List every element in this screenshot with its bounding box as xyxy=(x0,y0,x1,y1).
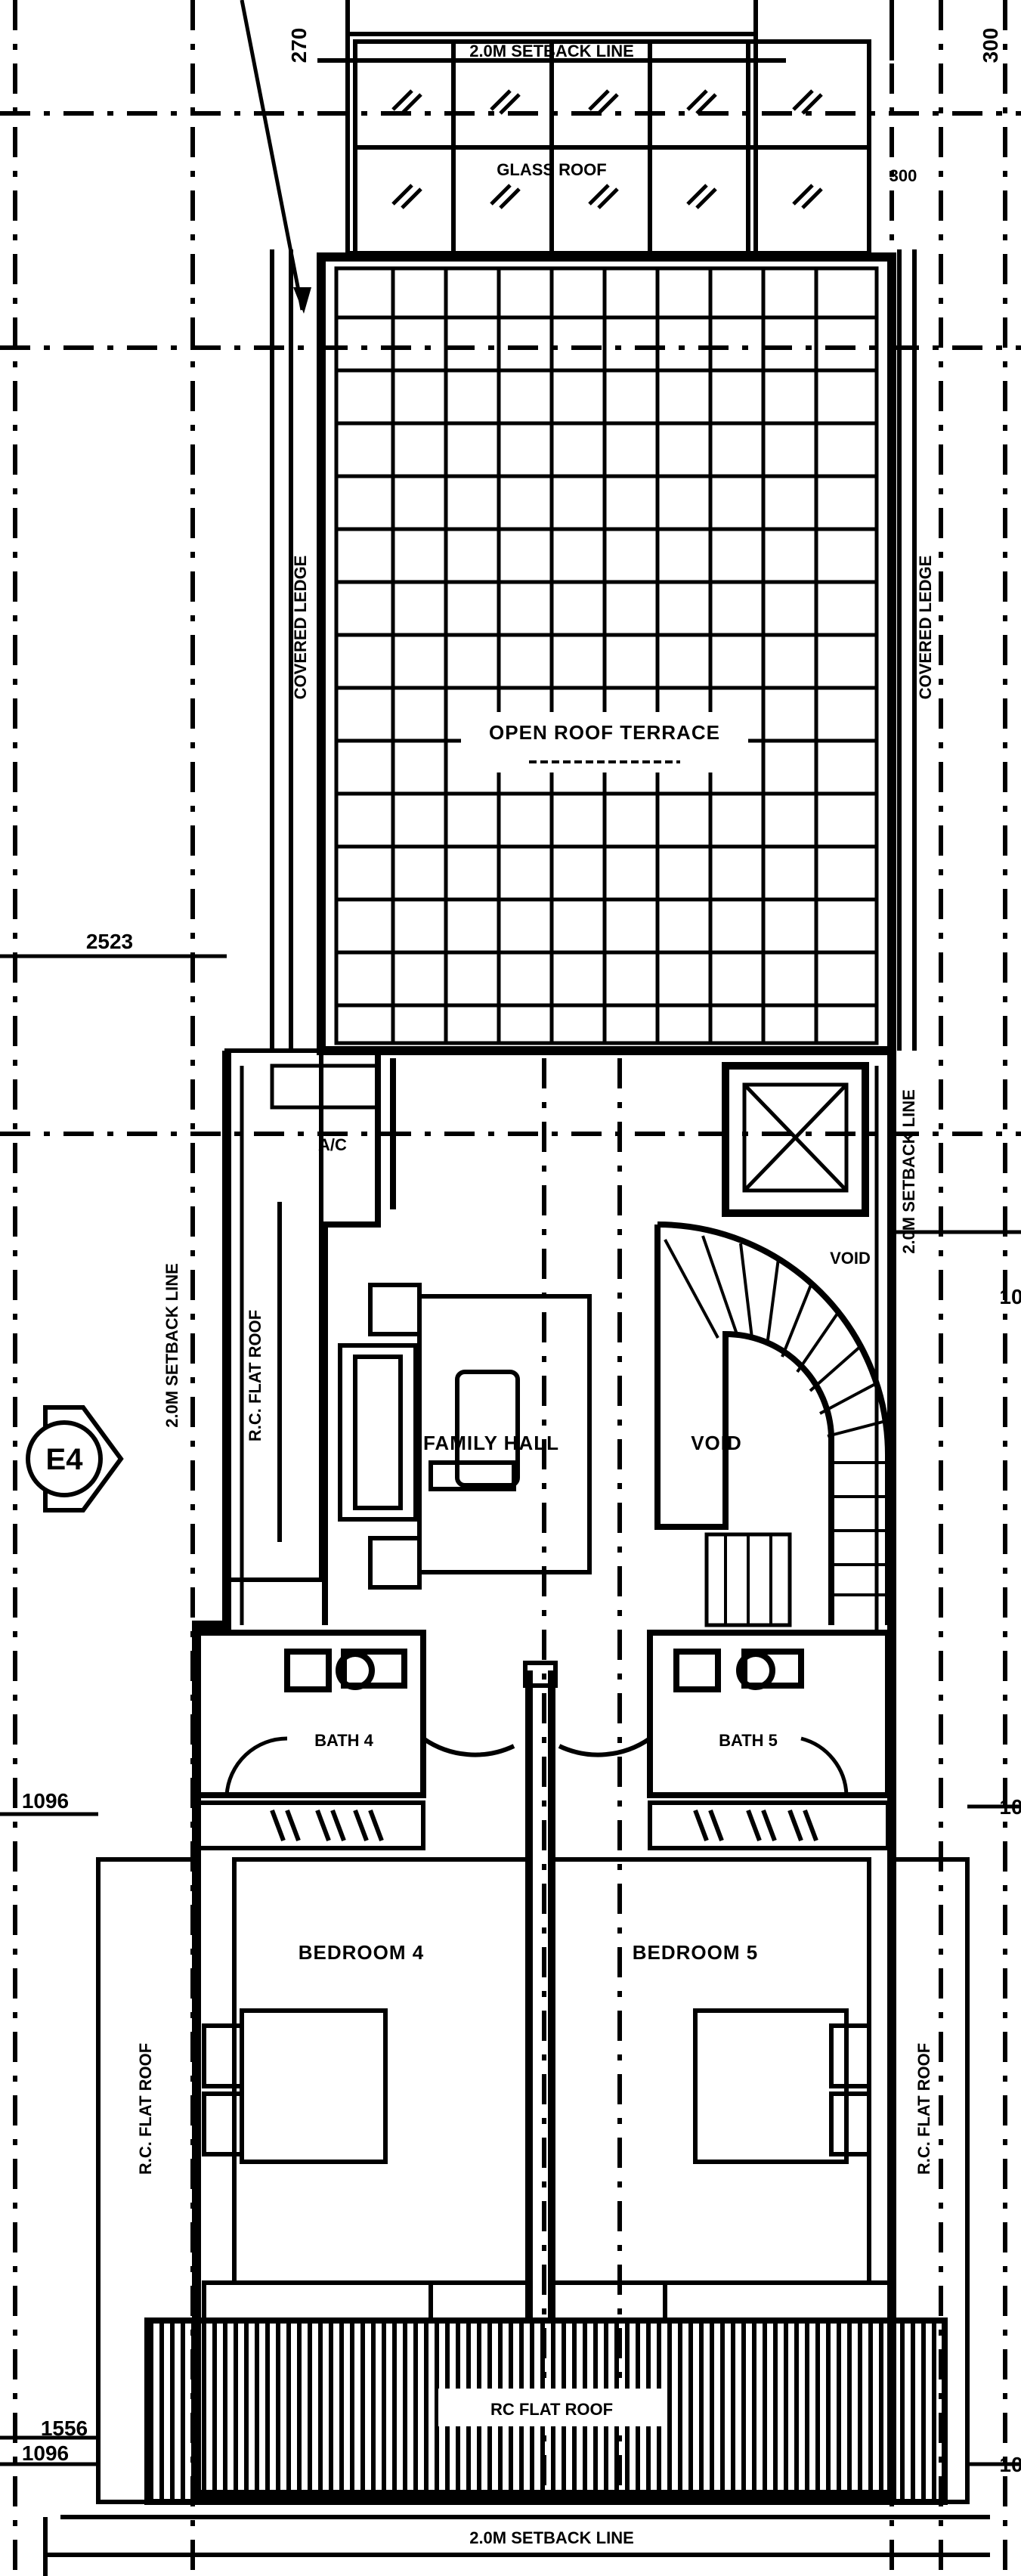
family-hall-walls xyxy=(321,1048,396,1625)
flat-roof-right-lower-label: R.C. FLAT ROOF xyxy=(914,2043,933,2175)
ledge-left-label: COVERED LEDGE xyxy=(291,556,310,700)
ac-label: A/C xyxy=(318,1135,347,1154)
ledge-right-label: COVERED LEDGE xyxy=(916,556,935,700)
bath-5 xyxy=(558,1630,891,1798)
flat-roof-left-lower-label: R.C. FLAT ROOF xyxy=(136,2043,155,2175)
wardrobe-right xyxy=(648,1800,890,1850)
dim-top-left: 270 xyxy=(287,28,311,63)
dim-right-upper: 10 xyxy=(999,1285,1021,1308)
open-roof-terrace-label: OPEN ROOF TERRACE xyxy=(489,721,720,744)
bedroom-5 xyxy=(549,1857,894,2323)
void-center-label: VOID xyxy=(691,1432,742,1454)
void-top-label: VOID xyxy=(830,1249,871,1268)
dim-top-right: 300 xyxy=(979,28,1002,63)
section-marker-label: E4 xyxy=(46,1443,84,1476)
flat-roof-left-upper xyxy=(224,1048,323,1582)
bottom-roof-label: RC FLAT ROOF xyxy=(490,2400,613,2419)
dim-right-bottom: 10 xyxy=(999,2453,1021,2476)
dim-left-lower-lines xyxy=(0,1812,98,2466)
curved-stair xyxy=(654,1221,891,1627)
dim-left-lower-2: 1556 xyxy=(41,2417,88,2440)
leader-arrow-icon xyxy=(293,287,311,314)
bottom-setback-frame xyxy=(43,2515,990,2576)
bath-4 xyxy=(193,1630,515,1798)
bedroom-4-label: BEDROOM 4 xyxy=(299,1941,424,1964)
setback-bottom-label: 2.0M SETBACK LINE xyxy=(469,2528,634,2547)
ac-unit xyxy=(270,1064,380,1110)
dim-right-lower: 10 xyxy=(999,1795,1021,1819)
lift-shaft xyxy=(722,1062,869,1217)
family-hall-label: FAMILY HALL xyxy=(423,1432,559,1454)
glass-roof-marks xyxy=(391,89,823,209)
wardrobe-left xyxy=(194,1800,425,1850)
bath-4-label: BATH 4 xyxy=(314,1731,374,1750)
glass-roof-label: GLASS ROOF xyxy=(497,160,606,179)
glass-roof xyxy=(353,39,750,255)
setback-top-label: 2.0M SETBACK LINE xyxy=(469,42,634,60)
terrace-tile-grid xyxy=(336,268,877,1043)
bottom-roof-label-backdrop xyxy=(438,2389,665,2426)
top-dimension-frame xyxy=(317,0,894,255)
glass-roof-right-bay xyxy=(746,39,871,255)
dim-right-lines xyxy=(892,1230,1021,2466)
bath-5-label: BATH 5 xyxy=(719,1731,778,1750)
bedroom-4 xyxy=(202,1857,531,2323)
setback-right-label: 2.0M SETBACK LINE xyxy=(899,1089,918,1254)
flat-roof-left-upper-label: R.C. FLAT ROOF xyxy=(246,1310,265,1441)
dim-glass-right: 300 xyxy=(890,166,917,185)
dim-left-lower-1: 1096 xyxy=(22,1789,69,1813)
dim-left-upper: 2523 xyxy=(86,930,133,953)
covered-ledges xyxy=(270,249,917,1051)
bedroom-5-label: BEDROOM 5 xyxy=(633,1941,758,1964)
family-hall-furniture xyxy=(338,1283,592,1590)
section-marker-e4 xyxy=(26,1405,124,1512)
dim-left-lower-3: 1096 xyxy=(22,2441,69,2465)
setback-left-label: 2.0M SETBACK LINE xyxy=(162,1263,181,1428)
